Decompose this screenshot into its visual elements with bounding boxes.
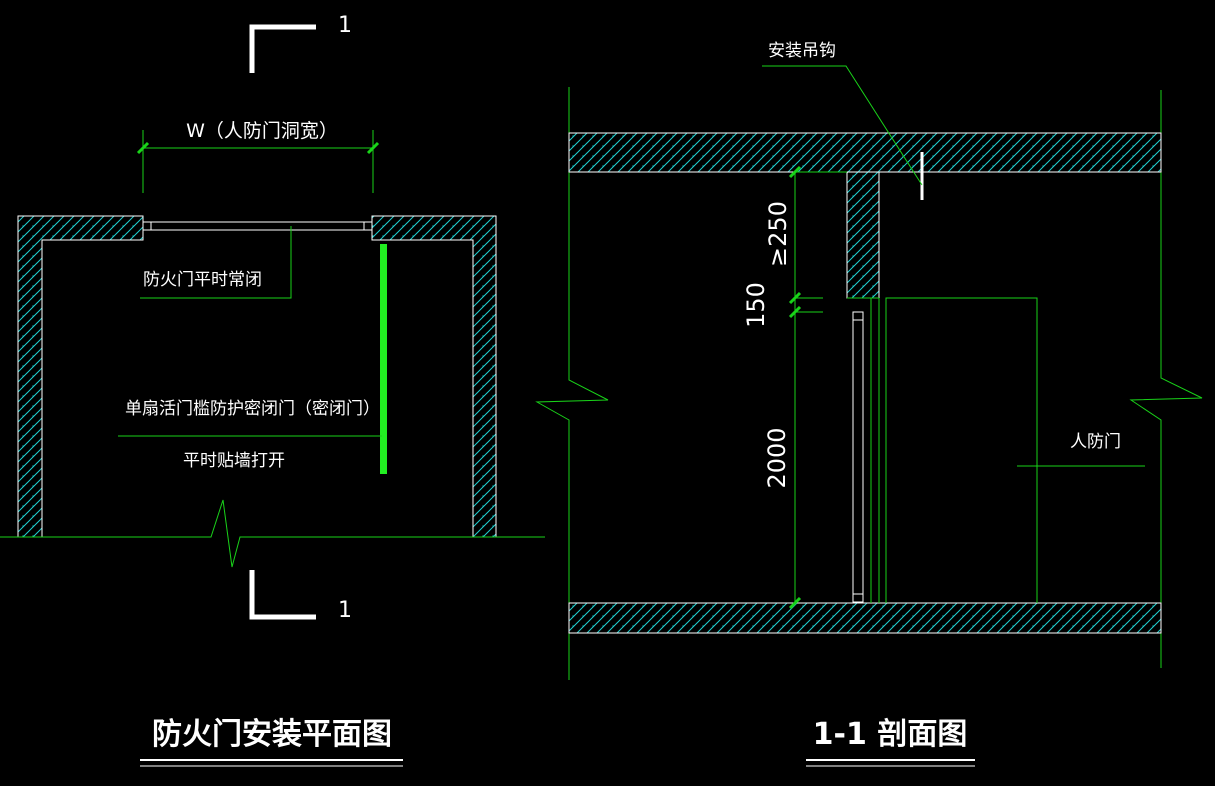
protective-door-note: 单扇活门槛防护密闭门（密闭门） (125, 399, 380, 419)
plan-view: 1 1 W（人防门洞宽） 防火门平时常闭 单扇活门槛防护密闭门（密闭门） 平时贴… (0, 13, 545, 767)
section-mark-top (249, 24, 316, 73)
section-mark-bottom (249, 570, 316, 620)
dim-mid-label: 150 (742, 282, 770, 328)
dim-tick-3 (788, 305, 802, 319)
width-tick-left (136, 141, 150, 155)
dim-tick-4 (788, 596, 802, 610)
section-mark-top-label: 1 (338, 13, 352, 38)
fire-door-frame-right (363, 221, 373, 231)
width-tick-right (366, 141, 380, 155)
fire-door-note: 防火门平时常闭 (143, 270, 262, 290)
open-note: 平时贴墙打开 (183, 451, 285, 471)
section-title: 1-1 剖面图 (813, 717, 968, 752)
fire-door (142, 221, 373, 231)
plan-break-line (0, 499, 545, 568)
floor-slab (568, 602, 1162, 634)
dim-top-label: ≥250 (764, 201, 792, 267)
civil-door-label: 人防门 (1070, 432, 1121, 452)
fire-door-section-top (852, 311, 864, 321)
hook-leader (762, 65, 923, 186)
width-label: W（人防门洞宽） (186, 120, 338, 142)
fire-door-leader (140, 226, 292, 299)
plan-title: 防火门安装平面图 (152, 717, 392, 752)
dim-tick-2 (788, 291, 802, 305)
dim-bottom-label: 2000 (763, 427, 791, 488)
protective-door-leaf (380, 244, 387, 474)
fire-door-section-bottom (852, 593, 864, 603)
ceiling-slab (568, 132, 1162, 173)
section-view: 安装吊钩 人防门 ≥250 150 2000 1-1 剖面图 (535, 41, 1203, 767)
hook-label: 安装吊钩 (768, 41, 836, 61)
section-break-left (535, 87, 609, 680)
lintel-beam (846, 171, 880, 299)
section-mark-bottom-label: 1 (338, 598, 352, 623)
section-break-right (1129, 90, 1203, 668)
plan-wall-right (371, 215, 497, 538)
fire-door-frame-left (142, 221, 152, 231)
civil-door-outline (885, 297, 1038, 603)
plan-wall-left (17, 215, 144, 538)
dim-tick-1 (788, 165, 802, 179)
